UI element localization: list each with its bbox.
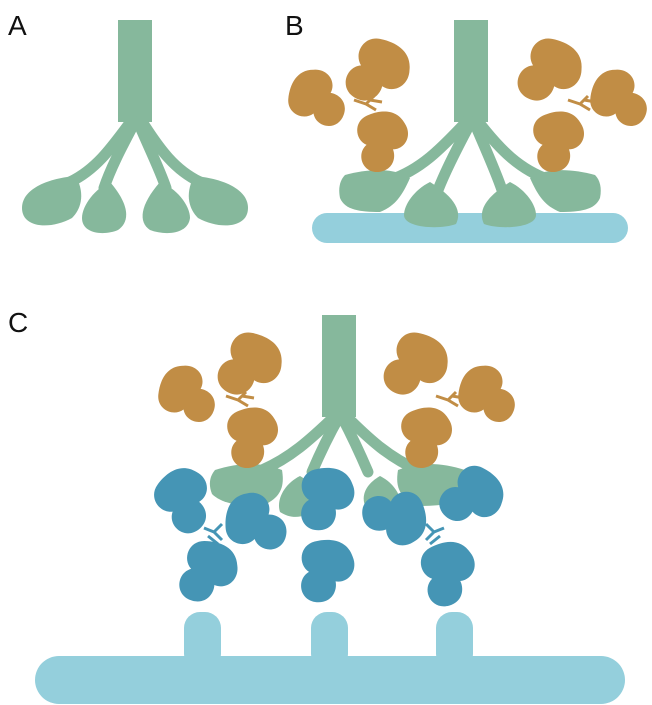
- antibody-fab-right: [452, 359, 525, 427]
- lectin-stalk: [454, 20, 488, 122]
- lectin-head-1: [339, 170, 410, 212]
- surface-c: [35, 612, 625, 704]
- primary-antibody-c-left: [152, 325, 290, 470]
- lectin-arms: [70, 120, 200, 188]
- antibody-fc: [530, 108, 590, 175]
- lectin-stalk: [322, 315, 356, 417]
- surface-bar-b: [312, 213, 628, 243]
- antibody-fab-left: [152, 359, 225, 427]
- lectin-head-1: [22, 176, 81, 225]
- lectin-arms: [390, 120, 550, 190]
- lectin-head-3: [482, 182, 536, 227]
- panel-c: C: [8, 307, 625, 704]
- lectin-head-4: [530, 170, 601, 212]
- antibody-fab-top: [301, 468, 354, 530]
- lectin-arms: [262, 415, 418, 472]
- lectin-head-4: [189, 176, 248, 225]
- antibody-fc: [301, 540, 354, 602]
- lectin-head-2: [404, 182, 458, 227]
- antibody-hinge: [426, 524, 444, 544]
- surface-post-2: [311, 612, 348, 670]
- antibody-hinge: [204, 524, 222, 544]
- secondary-antibody-c-middle: [301, 468, 354, 602]
- antibody-fab-right: [584, 63, 652, 131]
- lectin-head-2: [82, 182, 126, 233]
- antibody-fc: [176, 536, 244, 610]
- panel-a-label: A: [8, 10, 27, 41]
- panel-c-label: C: [8, 307, 28, 338]
- antibody-fc: [416, 536, 484, 610]
- surface-post-1: [184, 612, 221, 670]
- primary-antibody-b-left: [282, 31, 418, 174]
- primary-antibody-b-right: [512, 31, 652, 174]
- panel-b-label: B: [285, 10, 304, 41]
- antibody-fc: [354, 108, 414, 175]
- panel-a: A: [8, 10, 248, 233]
- lectin-stalk: [118, 20, 152, 122]
- panel-b: B: [282, 10, 652, 243]
- primary-antibody-c-right: [378, 325, 525, 470]
- lectin-head-3: [143, 182, 190, 233]
- lectin-heads: [22, 176, 248, 233]
- lectin-tetramer-a: [22, 20, 248, 233]
- antibody-fab-left: [282, 63, 355, 131]
- surface-post-3: [436, 612, 473, 670]
- antibody-fab-top: [378, 325, 457, 408]
